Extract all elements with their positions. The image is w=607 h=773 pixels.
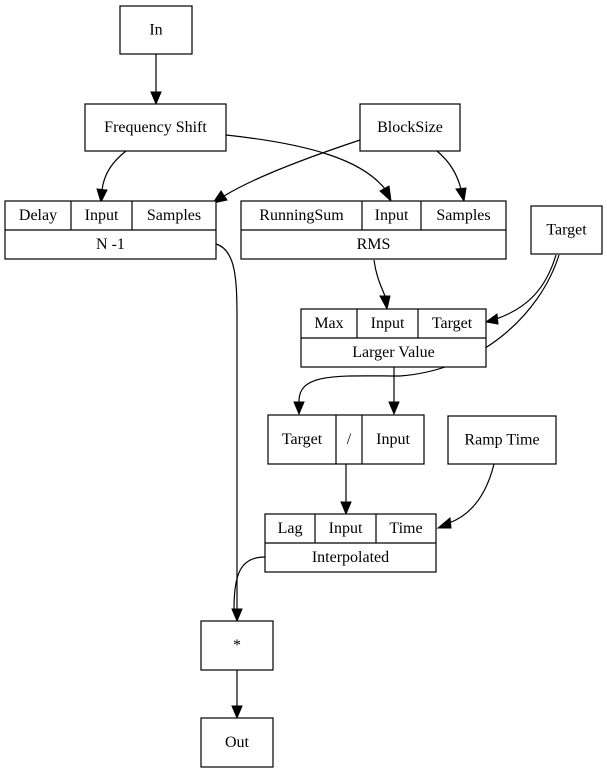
interpolated-port-lag: Lag [278,520,303,537]
divide-port-target: Target [282,431,323,448]
arrowhead [150,91,162,106]
node-frequency-shift-label: Frequency Shift [104,119,207,136]
rms-port-input: Input [375,207,409,224]
delay-port-samples: Samples [147,207,201,224]
rms-port-runningsum: RunningSum [259,207,344,224]
arrowhead [231,608,243,623]
arrowhead [211,190,228,204]
node-ramp-time-label: Ramp Time [464,432,539,449]
arrowhead [436,517,452,529]
node-divide[interactable]: Target / Input [267,414,425,465]
larger-value-node-name: Larger Value [352,344,434,361]
edge-target-to-divide-target [298,254,560,403]
edge-delay-to-multiply [215,243,238,609]
node-frequency-shift[interactable]: Frequency Shift [84,103,227,152]
delay-node-name: N -1 [96,236,125,253]
arrowhead [388,401,400,416]
node-target[interactable]: Target [530,205,603,255]
larger-value-port-max: Max [314,315,343,332]
edge-blocksize-to-delay-samples [223,139,361,197]
node-larger-value[interactable]: Max Input Target Larger Value [300,308,487,368]
edge-frequency-shift-to-delay-input [101,150,127,191]
edge-rms-to-larger-value-input [373,259,386,297]
divide-operator: / [347,431,352,448]
edge-ramp-time-to-interpolated-time [448,463,495,524]
node-blocksize-label: BlockSize [377,119,443,136]
delay-port-delay: Delay [19,207,57,224]
interpolated-port-time: Time [389,520,422,537]
node-in[interactable]: In [119,5,193,55]
rms-port-samples: Samples [436,207,490,224]
rms-node-name: RMS [357,236,391,253]
interpolated-node-name: Interpolated [312,549,389,566]
divide-port-input: Input [376,431,410,448]
arrowhead [231,705,243,720]
node-rms[interactable]: RunningSum Input Samples RMS [240,200,507,260]
delay-port-input: Input [85,207,119,224]
node-multiply[interactable]: * [200,620,274,671]
arrowhead [340,501,352,516]
arrowhead [96,188,108,204]
node-in-label: In [149,22,162,39]
edge-target-to-larger-value-target [495,254,557,320]
node-blocksize[interactable]: BlockSize [359,103,461,152]
edges [96,54,560,720]
larger-value-port-target: Target [432,315,473,332]
edge-frequency-shift-to-rms-input [225,134,386,190]
arrowhead [455,187,467,203]
node-multiply-label: * [233,637,241,654]
node-ramp-time[interactable]: Ramp Time [447,415,557,465]
interpolated-port-input: Input [329,520,363,537]
edge-interpolated-to-multiply [233,556,266,610]
node-out[interactable]: Out [200,717,274,768]
node-delay[interactable]: Delay Input Samples N -1 [4,200,217,260]
arrowhead [379,185,392,203]
node-target-label: Target [546,222,587,239]
arrowhead [293,401,305,416]
arrowhead [484,313,499,325]
edge-blocksize-to-rms-samples [436,150,462,190]
node-out-label: Out [225,734,250,751]
larger-value-port-input: Input [371,315,405,332]
node-interpolated[interactable]: Lag Input Time Interpolated [264,513,437,573]
arrowhead [379,295,391,311]
